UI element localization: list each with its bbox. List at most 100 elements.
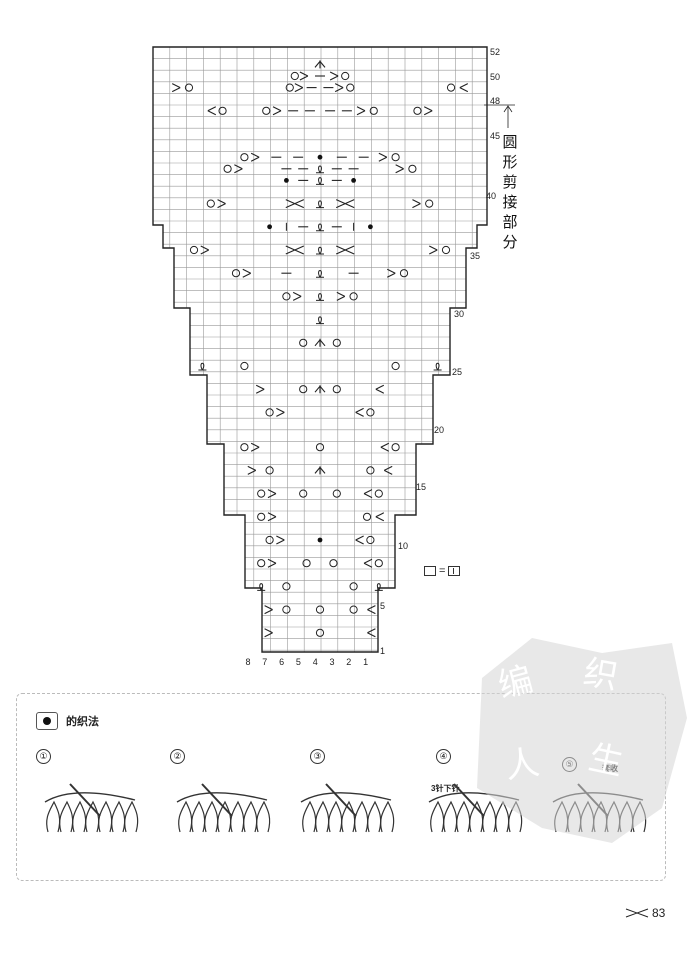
yarn-over-circle-icon xyxy=(184,83,194,92)
decrease-left-icon xyxy=(267,558,277,568)
yarn-over-circle-icon xyxy=(265,535,274,545)
yarn-over-circle-icon xyxy=(265,466,274,475)
yarn-over-circle-icon xyxy=(262,106,271,115)
arrow-head-icon xyxy=(503,105,513,113)
row-number: 40 xyxy=(486,191,496,201)
watermark-seal-icon: 编 织 人 生 xyxy=(477,638,687,843)
yarn-over-circle-icon xyxy=(257,512,266,521)
decrease-left-icon xyxy=(412,199,421,209)
yarn-over-circle-icon xyxy=(413,106,422,115)
decrease-left-icon xyxy=(171,83,181,93)
step-4-illustration-icon xyxy=(428,783,523,833)
decrease-left-icon xyxy=(217,199,226,209)
yarn-over-circle-icon xyxy=(366,466,375,475)
yarn-over-circle-icon xyxy=(240,153,249,162)
svg-text:生: 生 xyxy=(585,738,627,784)
bobble-dot-icon xyxy=(267,224,272,230)
decrease-left-icon xyxy=(334,83,344,93)
decrease-left-icon xyxy=(423,106,433,116)
legend-empty-cell-icon xyxy=(424,566,436,576)
row-number: 52 xyxy=(490,47,500,57)
bobble-dot-icon xyxy=(351,178,356,183)
svg-text:人: 人 xyxy=(503,743,542,787)
step-1: ① xyxy=(36,748,51,764)
decrease-left-icon xyxy=(267,512,277,522)
double-decrease-icon xyxy=(314,338,326,347)
yarn-over-circle-icon xyxy=(299,338,308,347)
yarn-over-circle-icon xyxy=(441,245,451,255)
twisted-loop-icon xyxy=(316,293,324,301)
row-number: 1 xyxy=(380,646,385,656)
legend-knit-cell-icon xyxy=(448,566,461,576)
cable-cross-icon xyxy=(285,245,305,255)
decrease-left-icon xyxy=(292,291,302,301)
column-number: 5 xyxy=(296,657,301,667)
cable-cross-icon xyxy=(335,199,355,209)
yarn-over-circle-icon xyxy=(257,559,266,568)
decrease-right-icon xyxy=(367,628,376,638)
yarn-over-circle-icon xyxy=(189,245,199,255)
yarn-over-circle-icon xyxy=(240,361,249,371)
twisted-loop-icon xyxy=(316,269,324,278)
row-number: 10 xyxy=(398,541,408,551)
twisted-loop-icon xyxy=(316,223,324,232)
double-decrease-icon xyxy=(314,385,326,394)
row-number: 50 xyxy=(490,72,500,82)
yarn-over-circle-icon xyxy=(366,535,375,545)
chart-outline xyxy=(152,46,488,653)
yarn-over-circle-icon xyxy=(206,199,215,208)
decrease-left-icon xyxy=(264,628,273,638)
twisted-loop-icon xyxy=(316,165,324,174)
yarn-over-circle-icon xyxy=(391,153,400,162)
decrease-left-icon xyxy=(336,291,346,301)
decrease-left-icon xyxy=(395,164,404,174)
decrease-right-icon xyxy=(367,605,376,615)
yarn-over-circle-icon xyxy=(299,385,308,394)
yarn-over-circle-icon xyxy=(285,83,294,92)
twisted-loop-icon xyxy=(316,316,324,325)
step-2: ② xyxy=(170,748,185,764)
twisted-loop-icon xyxy=(316,246,324,255)
decrease-left-icon xyxy=(329,71,339,81)
decrease-left-icon xyxy=(386,268,396,278)
double-decrease-icon xyxy=(314,466,326,475)
yarn-over-circle-icon xyxy=(391,443,400,452)
column-number: 8 xyxy=(245,657,250,667)
row-number: 48 xyxy=(490,96,500,106)
column-number: 1 xyxy=(363,657,368,667)
yarn-over-circle-icon xyxy=(282,605,291,614)
decrease-left-icon xyxy=(200,245,210,255)
page-number: 83 xyxy=(625,906,665,920)
decrease-left-icon xyxy=(234,164,243,174)
yarn-over-circle-icon xyxy=(374,489,383,498)
step-2-illustration-icon xyxy=(176,783,271,833)
row-number: 35 xyxy=(470,251,480,261)
decrease-left-icon xyxy=(272,106,282,116)
decrease-left-icon xyxy=(356,106,366,116)
twisted-loop-icon xyxy=(316,200,324,209)
decrease-left-icon xyxy=(378,152,388,162)
row-number: 30 xyxy=(454,309,464,319)
decrease-left-icon xyxy=(242,268,252,278)
yarn-over-circle-icon xyxy=(329,559,338,568)
decrease-left-icon xyxy=(250,442,260,452)
yarn-over-circle-icon xyxy=(231,269,241,278)
yarn-over-circle-icon xyxy=(223,164,232,173)
yarn-over-circle-icon xyxy=(369,106,378,115)
decrease-left-icon xyxy=(276,407,285,417)
side-label: 圆形剪接部分 xyxy=(502,133,518,251)
scissors-icon xyxy=(625,908,649,918)
row-number: 45 xyxy=(490,131,500,141)
yarn-over-circle-icon xyxy=(290,71,299,81)
yarn-over-circle-icon xyxy=(302,559,311,568)
yarn-over-circle-icon xyxy=(362,512,372,521)
decrease-left-icon xyxy=(267,489,277,499)
legend-equals: = xyxy=(439,565,446,577)
yarn-over-circle-icon xyxy=(425,199,434,208)
panel-title: 的织法 xyxy=(36,712,99,730)
yarn-over-circle-icon xyxy=(282,582,291,591)
cable-cross-icon xyxy=(335,245,355,255)
yarn-over-circle-icon xyxy=(349,605,358,614)
row-number: 25 xyxy=(452,367,462,377)
